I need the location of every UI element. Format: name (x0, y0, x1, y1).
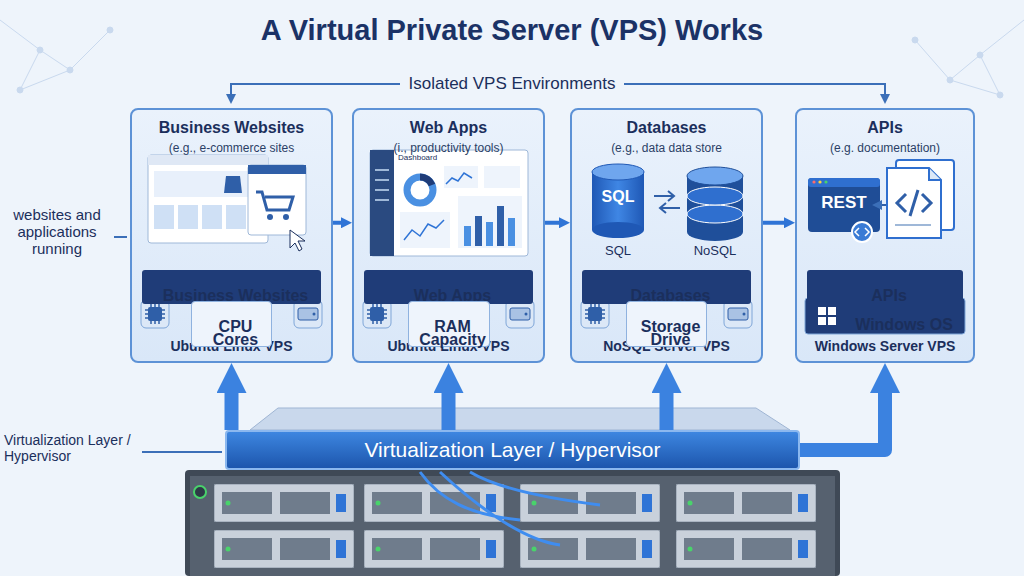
resource-label: CPU Cores (198, 320, 273, 346)
server-rack (185, 408, 840, 576)
hypervisor-arrow (225, 393, 239, 430)
workload-band: Web Apps (364, 270, 533, 304)
icon-label: NoSQL (680, 243, 750, 258)
band-label: APIs (871, 287, 907, 305)
side-label: Virtualization Layer / Hypervisor (4, 432, 140, 464)
database-illustration (592, 164, 743, 241)
screen-label: Dashboard (398, 153, 458, 162)
workload-band: Databases (582, 270, 751, 304)
panel-fills (131, 109, 974, 362)
dashboard-illustration (370, 150, 528, 256)
panel-subheading: (e.g. documentation) (801, 141, 969, 155)
os-band: Windows OS (805, 298, 965, 334)
diagram-title: A Virtual Private Server (VPS) Works (0, 14, 1024, 47)
panel-subheading: (i., productivity tools) (358, 141, 539, 155)
workload-band: Business Websites (142, 270, 321, 304)
flow-arrow (333, 221, 341, 225)
flow-arrow (763, 221, 784, 225)
panel-heading: Web Apps (358, 119, 539, 137)
hypervisor-arrow (442, 393, 456, 430)
api-illustration (808, 160, 954, 242)
resource-box: CPU Cores (191, 301, 272, 347)
os-label: Windows Server VPS (801, 338, 969, 354)
hypervisor-arrow (800, 393, 885, 450)
os-label: Windows OS (855, 316, 953, 334)
vps-panel: Databases(e.g., data data storeNoSQL Ser… (570, 108, 763, 363)
website-illustration (148, 155, 306, 251)
hypervisor-bar: Virtualization Layer / Hypervisor (225, 430, 800, 470)
flow-arrow (545, 221, 559, 225)
resource-box: Storage Drive (626, 301, 707, 347)
resource-label: Storage Drive (633, 320, 708, 346)
panel-heading: Databases (576, 119, 757, 137)
resource-box: RAM Capacity (408, 301, 490, 347)
panel-heading: Business Websites (136, 119, 327, 137)
side-label: websites and applications running (2, 206, 112, 257)
workload-band: APIs (807, 270, 963, 304)
icon-label: SQL (588, 243, 648, 258)
vps-panel: APIs (e.g. documentation) Windows Server V… (795, 108, 975, 363)
hypervisor-label: Virtualization Layer / Hypervisor (364, 438, 660, 462)
group-label: Isolated VPS Environments (400, 74, 624, 94)
vps-panel: Business Websites (e.g., e-commerce sites… (130, 108, 333, 363)
icon-label: REST (808, 193, 880, 213)
panel-subheading: (e.g., data data store (576, 141, 757, 155)
hypervisor-arrow (660, 393, 674, 430)
icon-label: SQL (592, 188, 644, 206)
panel-subheading: (e.g., e-commerce sites (136, 141, 327, 155)
vps-panel: Web Apps(i., productivity tools)Ubuntu L… (352, 108, 545, 363)
panel-heading: APIs (801, 119, 969, 137)
resource-label: RAM Capacity (415, 320, 491, 346)
